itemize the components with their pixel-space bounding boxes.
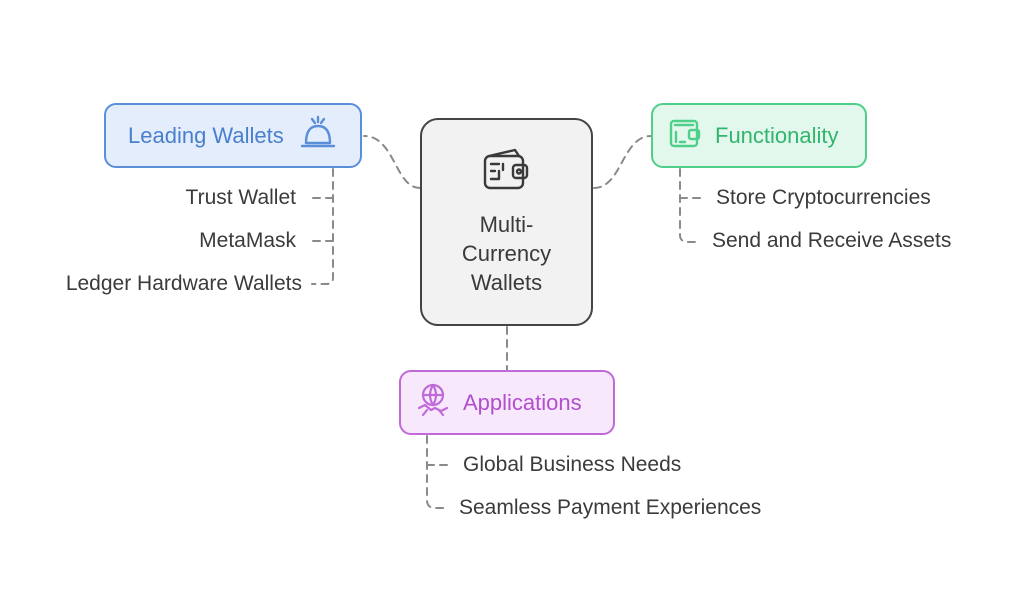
bell-icon: [298, 114, 338, 157]
connector-leading-spine: [311, 168, 334, 285]
center-title: Multi- Currency Wallets: [462, 210, 551, 297]
center-title-line: Currency: [461, 241, 552, 266]
applications-item: Seamless Payment Experiences: [459, 496, 762, 519]
leading-wallets-label: Leading Wallets: [128, 122, 284, 148]
functionality-item: Store Cryptocurrencies: [716, 186, 931, 209]
center-node: Multi- Currency Wallets: [420, 118, 593, 326]
leading-wallets-node: Leading Wallets: [104, 103, 362, 168]
functionality-node: Functionality: [651, 103, 867, 168]
applications-item: Global Business Needs: [463, 453, 682, 476]
wallet-icon: [479, 147, 535, 200]
connector-functionality-spine: [679, 168, 701, 243]
center-title-line: Wallets: [470, 270, 543, 295]
connector-center-to-leading: [363, 135, 421, 189]
applications-node: Applications: [399, 370, 615, 435]
wallet-card-icon: [667, 116, 703, 155]
applications-label: Applications: [463, 389, 582, 415]
leading-wallet-item: Ledger Hardware Wallets: [65, 272, 302, 295]
globe-handshake-icon: [415, 382, 451, 423]
functionality-label: Functionality: [715, 122, 839, 148]
leading-wallet-item: MetaMask: [199, 229, 296, 252]
center-title-line: Multi-: [479, 212, 534, 237]
connector-applications-spine: [426, 435, 449, 509]
leading-wallet-item: Trust Wallet: [185, 186, 296, 209]
functionality-item: Send and Receive Assets: [712, 229, 952, 252]
connector-center-to-functionality: [593, 135, 652, 189]
